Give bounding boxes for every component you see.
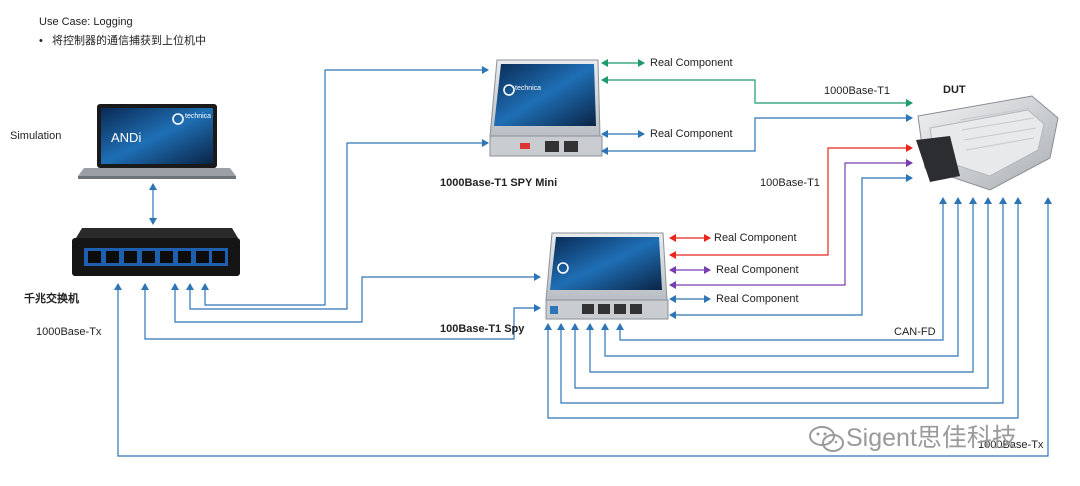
- header-bullet-line: • 将控制器的通信捕获到上位机中: [39, 32, 206, 48]
- spy-mini-device-icon: [489, 59, 603, 157]
- real-component-label-3: Real Component: [714, 232, 797, 244]
- laptop-logo-label: technica: [185, 113, 212, 120]
- spymini-dut-1000base-t1-link: [601, 76, 913, 107]
- page-title: Use Case: Logging: [39, 16, 133, 28]
- dut-ecu-icon: [916, 95, 1059, 191]
- base-tx-bottom-label: 1000Base-Tx: [978, 439, 1044, 451]
- spy-device-icon: [545, 232, 669, 320]
- real-component-label-2: Real Component: [650, 128, 733, 140]
- switch-label: 千兆交换机: [24, 293, 79, 305]
- laptop-icon: [78, 104, 236, 179]
- watermark-text: Sigent思佳科技: [846, 424, 1017, 452]
- bullet-text: 将控制器的通信捕获到上位机中: [52, 35, 207, 47]
- real-component-label-5: Real Component: [716, 293, 799, 305]
- laptop-brand-label: ANDi: [111, 130, 142, 145]
- spy-mini-logo-label: technica: [515, 85, 542, 92]
- bullet-mark: •: [39, 35, 43, 47]
- switch-spy-link-a: [171, 273, 541, 323]
- t1-100-label: 100Base-T1: [760, 177, 820, 189]
- canfd-label: CAN-FD: [894, 326, 936, 338]
- t1-1000-label: 1000Base-T1: [824, 85, 891, 97]
- spymini-dut-blue-link: [601, 114, 913, 155]
- dut-label: DUT: [943, 84, 966, 96]
- switch-spymini-link-b: [186, 139, 489, 310]
- real-component-label-1: Real Component: [650, 57, 733, 69]
- watermark: Sigent思佳科技: [808, 418, 1017, 454]
- spy-label: 100Base-T1 Spy: [440, 323, 525, 335]
- canfd-link-6: [544, 197, 1022, 419]
- switch-spy-link-b: [141, 283, 541, 340]
- wechat-icon: [809, 426, 844, 453]
- spy-mini-label: 1000Base-T1 SPY Mini: [440, 177, 558, 189]
- switch-icon: [72, 228, 240, 276]
- real-component-label-4: Real Component: [716, 264, 799, 276]
- simulation-label: Simulation: [10, 130, 62, 142]
- switch-dut-1000base-tx-link: [114, 197, 1052, 457]
- base-tx-left-label: 1000Base-Tx: [36, 326, 102, 338]
